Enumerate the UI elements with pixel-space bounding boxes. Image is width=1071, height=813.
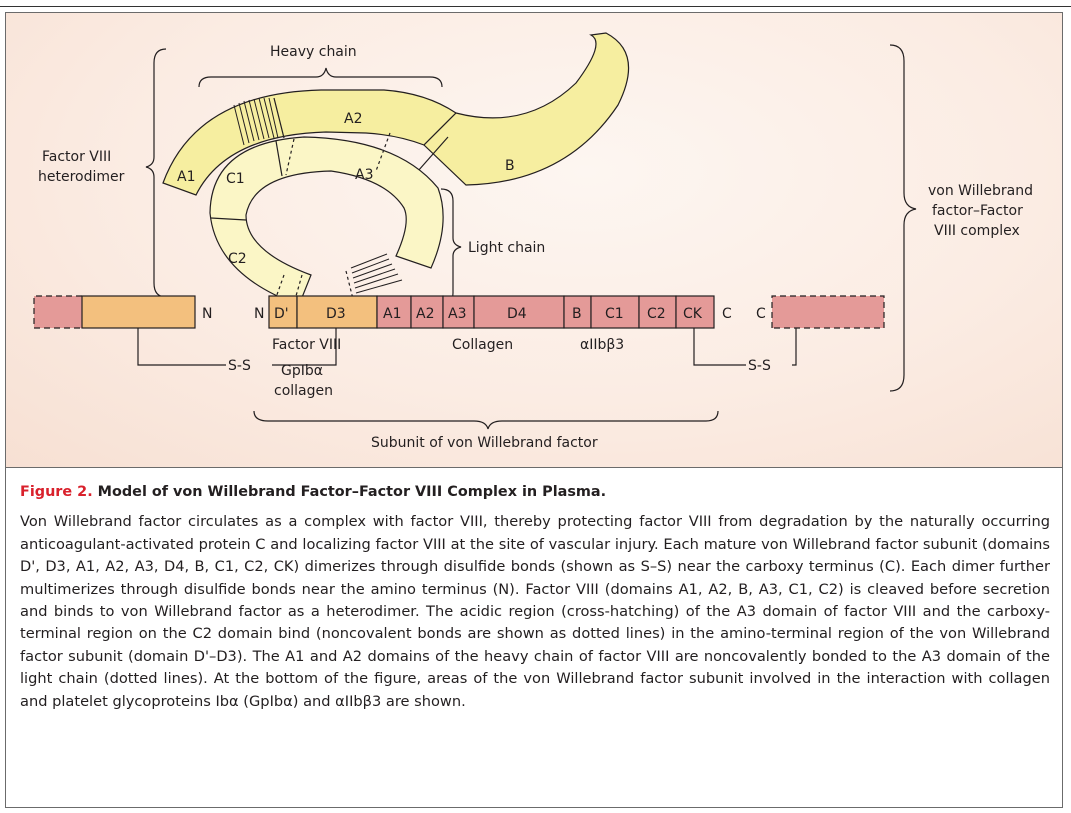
figure-caption: Figure 2. Model of von Willebrand Factor…	[20, 481, 1050, 713]
ss-left-label: S-S	[228, 358, 251, 374]
fviii-a3-label: A3	[355, 167, 373, 183]
factor-viii-binding-label: Factor VIII	[272, 337, 341, 353]
gpib-label: GpIbα	[281, 363, 323, 379]
complex-label-1: von Willebrand	[928, 183, 1033, 199]
heterodimer-brace	[145, 48, 167, 298]
ss-right-connector	[693, 328, 797, 366]
vwf-c1-label: C1	[605, 306, 624, 322]
vwf-d-prime-label: D'	[274, 306, 289, 322]
vwf-factor-viii-diagram: Heavy chain Factor VIII heterodimer Ligh…	[33, 32, 1033, 451]
heavy-chain-label: Heavy chain	[270, 44, 357, 60]
fviii-a1-label: A1	[177, 169, 195, 185]
collagen-label: Collagen	[452, 337, 513, 353]
vwf-domain-ck	[675, 295, 715, 329]
vwf-d3-label: D3	[326, 306, 346, 322]
vwf-c2-label: C2	[647, 306, 666, 322]
gpib-collagen-label: collagen	[274, 383, 333, 399]
vwf-domain-a2	[410, 295, 444, 329]
subunit-brace	[253, 410, 719, 430]
vwf-domain-a3	[442, 295, 475, 329]
vwf-b-label: B	[572, 306, 582, 322]
c-left-label: C	[722, 306, 732, 322]
vwf-a1-label: A1	[383, 306, 401, 322]
vwf-left-neighbor	[33, 295, 196, 329]
a3-hatching	[350, 253, 403, 294]
vwf-a2-label: A2	[416, 306, 434, 322]
fviii-b-label: B	[505, 158, 515, 174]
c1-a3-boundary	[275, 140, 283, 177]
light-chain-brace	[440, 188, 462, 306]
light-chain-label: Light chain	[468, 240, 545, 256]
caption-body: Von Willebrand factor circulates as a co…	[20, 513, 1050, 710]
caption-heading: Figure 2. Model of von Willebrand Factor…	[20, 481, 1050, 503]
c1-c2-boundary	[210, 217, 247, 221]
heterodimer-label-2: heterodimer	[38, 169, 125, 185]
figure-title: Model of von Willebrand Factor–Factor VI…	[97, 484, 607, 500]
complex-brace	[889, 44, 917, 392]
vwf-domain-b	[563, 295, 592, 329]
n-left-label: N	[202, 306, 212, 322]
vwf-d4-label: D4	[507, 306, 527, 322]
fviii-b-domain-shape	[423, 32, 630, 186]
subunit-label: Subunit of von Willebrand factor	[371, 435, 598, 451]
top-rule	[0, 6, 1071, 7]
fviii-light-chain-ring	[209, 136, 444, 306]
c-right-label: C	[756, 306, 766, 322]
vwf-right-neighbor	[771, 295, 885, 329]
fviii-c2-label: C2	[228, 251, 247, 267]
complex-label-3: VIII complex	[934, 223, 1020, 239]
heterodimer-label-1: Factor VIII	[42, 149, 111, 165]
ss-right-label: S-S	[748, 358, 771, 374]
fviii-c1-label: C1	[226, 171, 245, 187]
vwf-ck-label: CK	[683, 306, 703, 322]
vwf-a3-label: A3	[448, 306, 466, 322]
a2-b-boundary	[417, 136, 449, 172]
diagram-panel: Heavy chain Factor VIII heterodimer Ligh…	[6, 13, 1062, 468]
heavy-chain-hatching	[233, 97, 279, 146]
a1-a2-boundary	[273, 97, 285, 139]
figure-number: Figure 2.	[20, 484, 93, 500]
ss-left-connector	[137, 328, 337, 366]
vwf-domain-d4	[473, 295, 565, 329]
complex-label-2: factor–Factor	[932, 203, 1023, 219]
figure-frame: Heavy chain Factor VIII heterodimer Ligh…	[5, 12, 1063, 808]
aiibb3-label: αIIbβ3	[580, 337, 624, 353]
vwf-domain-c2	[638, 295, 677, 329]
heavy-chain-brace	[198, 67, 443, 88]
n-right-label: N	[254, 306, 264, 322]
fviii-a2-label: A2	[344, 111, 362, 127]
